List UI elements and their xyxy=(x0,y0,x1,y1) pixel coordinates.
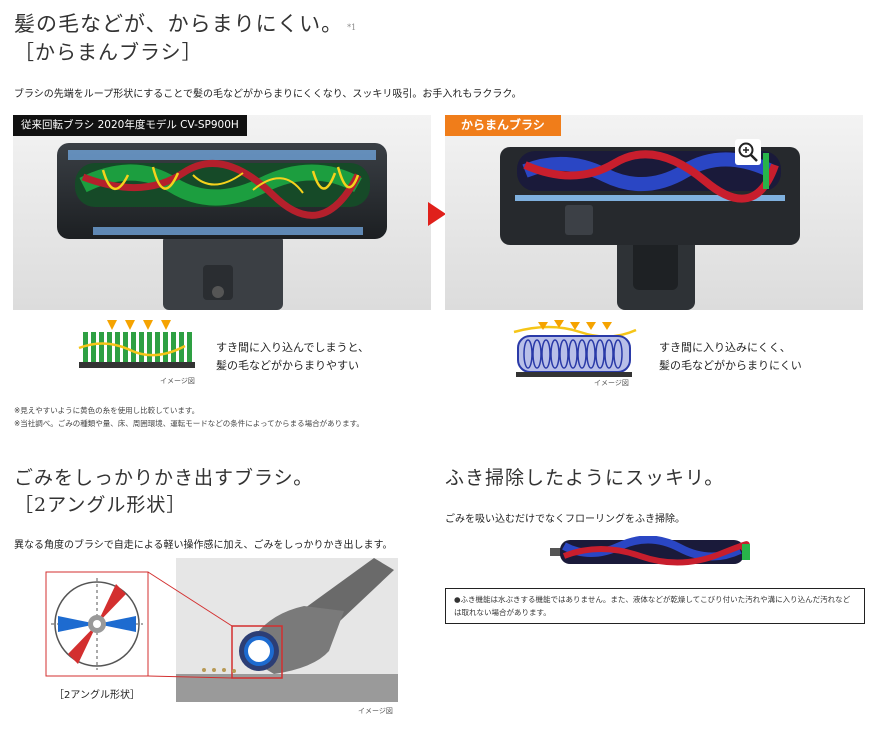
comparison-arrow-icon xyxy=(426,200,448,232)
two-angle-diagram xyxy=(44,556,404,710)
section2-body: 異なる角度のブラシで自走による軽い操作感に加え、ごみをしっかりかき出します。 xyxy=(14,540,393,551)
section1-lead: ブラシの先端をループ形状にすることで髪の毛などがからまりにくくなり、スッキリ吸引… xyxy=(14,89,522,100)
section1-title: 髪の毛などが、からまりにくい。*1 xyxy=(14,12,357,36)
title-footnote: *1 xyxy=(347,23,357,32)
wipe-function-note: ●ふき機能は水ぶきする機能ではありません。また、液体などが乾燥してこびり付いた汚… xyxy=(445,588,865,624)
section2-image-note: イメージ図 xyxy=(358,707,393,715)
right-diagram-image-note: イメージ図 xyxy=(594,379,629,387)
note-1: ※見えやすいように黄色の糸を使用し比較しています。 xyxy=(14,406,200,415)
conventional-caption-line2: 髪の毛などがからまりやすい xyxy=(216,359,359,372)
karaman-brush-photo: からまんブラシ xyxy=(445,115,863,310)
section2-title: ごみをしっかりかき出すブラシ。 xyxy=(14,467,314,489)
karaman-caption-line1: すき間に入り込みにくく、 xyxy=(659,341,791,354)
conventional-brush-illustration xyxy=(13,115,431,310)
note-2: ※当社調べ。ごみの種類や量、床、周囲環境、運転モードなどの条件によってからまる場… xyxy=(14,419,364,428)
karaman-caption-line2: 髪の毛などがからまりにくい xyxy=(659,359,802,372)
two-angle-label: ［2アングル形状］ xyxy=(54,690,140,701)
karaman-loop-diagram xyxy=(510,318,640,382)
left-diagram-image-note: イメージ図 xyxy=(160,377,195,385)
conventional-brush-photo: 従来回転ブラシ 2020年度モデル CV-SP900H xyxy=(13,115,431,310)
conventional-brush-tag: 従来回転ブラシ 2020年度モデル CV-SP900H xyxy=(13,115,247,136)
section1-subtitle: ［からまんブラシ］ xyxy=(14,40,203,64)
karaman-brush-illustration xyxy=(445,115,863,310)
conventional-caption: すき間に入り込んでしまうと、 髪の毛などがからまりやすい xyxy=(216,339,369,375)
section3-body: ごみを吸い込むだけでなくフローリングをふき掃除。 xyxy=(445,514,685,525)
section2-subtitle: ［2アングル形状］ xyxy=(14,494,187,516)
karaman-caption: すき間に入り込みにくく、 髪の毛などがからまりにくい xyxy=(659,339,802,375)
karaman-brush-tag: からまんブラシ xyxy=(445,115,561,136)
section1-notes: ※見えやすいように黄色の糸を使用し比較しています。 ※当社調べ。ごみの種類や量、… xyxy=(14,404,364,430)
conventional-bristle-diagram xyxy=(75,318,205,374)
zoom-icon[interactable] xyxy=(735,139,761,165)
conventional-caption-line1: すき間に入り込んでしまうと、 xyxy=(216,341,370,354)
brush-roller-image xyxy=(550,535,756,572)
section3-title: ふき掃除したようにスッキリ。 xyxy=(445,467,725,489)
